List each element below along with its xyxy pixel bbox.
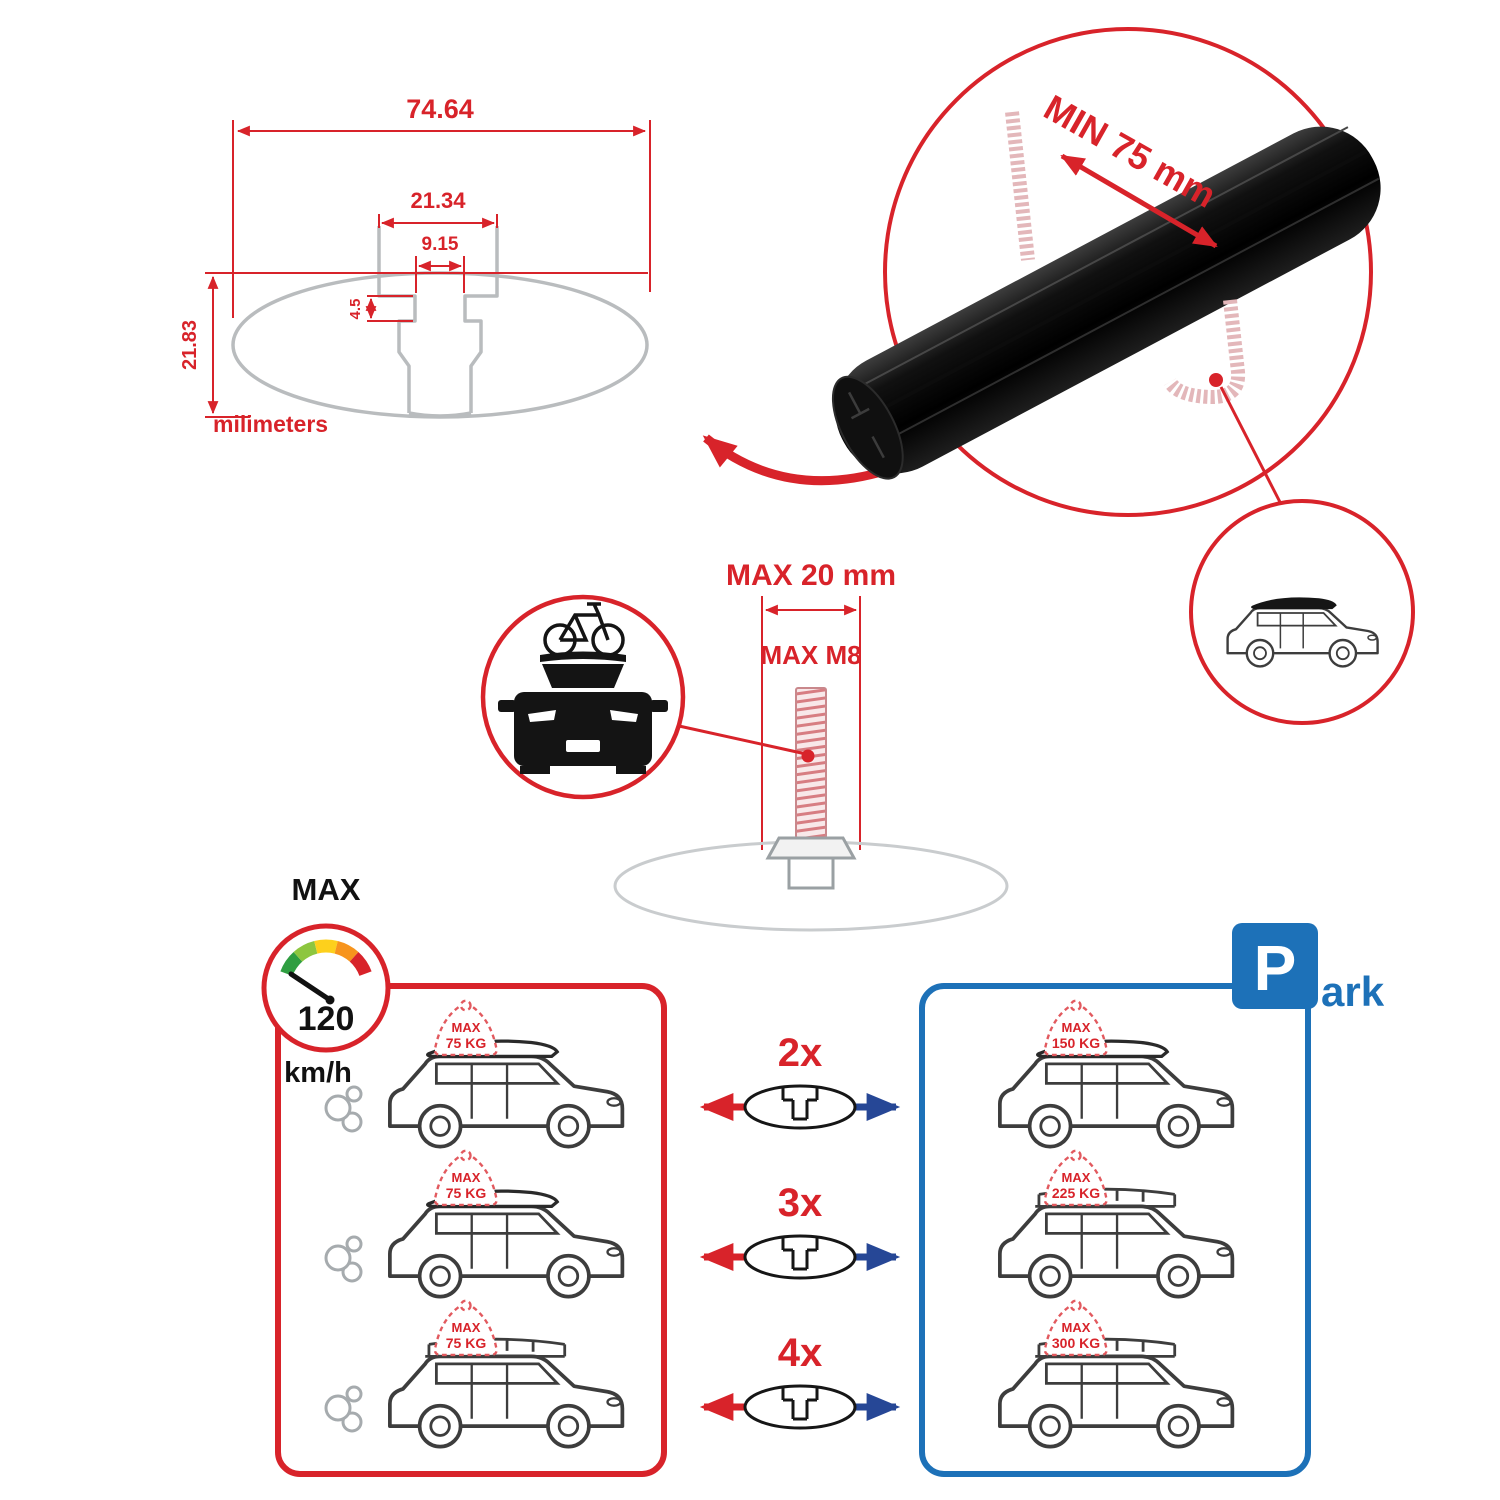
load-tag-line1: MAX — [452, 1320, 481, 1335]
dim-slot-width-label: 9.15 — [422, 234, 459, 255]
extension-lines-channel-width — [378, 214, 498, 228]
crossbar-profile-icon — [743, 1384, 857, 1430]
dim-lip-height-label: 4.5 — [347, 299, 364, 320]
load-tag-line2: 75 KG — [446, 1035, 487, 1051]
driving-panel-cars: MAX 75 KG MAX 75 KG MAX 75 KG — [324, 999, 625, 1449]
units-label: milimeters — [213, 411, 328, 437]
count-label-4x: 4x — [778, 1331, 823, 1375]
dim-total-height-label: 21.83 — [179, 320, 201, 370]
bar-count-rows: 2x 3x 4x — [699, 1031, 901, 1430]
parking-panel-cars: MAX 150 KG MAX 225 KG MAX 300 KG — [998, 999, 1235, 1449]
load-tag-line1: MAX — [1062, 1020, 1091, 1035]
dim-total-width-label: 74.64 — [406, 94, 474, 124]
extension-lines-slot-width — [415, 256, 465, 293]
car-front-icon — [498, 651, 668, 774]
bolt-section: MAX 20 mm MAX M8 — [613, 559, 1009, 932]
load-tag-line1: MAX — [1062, 1170, 1091, 1185]
speed-gauge-icon: MAX 120 km/h — [261, 872, 391, 1089]
load-tag-line1: MAX — [452, 1020, 481, 1035]
t-nut-flange-icon — [765, 836, 857, 860]
circle-connector-line — [1219, 386, 1285, 509]
extension-lines-total-width — [232, 120, 651, 318]
t-nut-stem-icon — [787, 856, 835, 890]
parking-sign-suffix-label: ark — [1321, 968, 1385, 1015]
crossbar-profile-icon — [743, 1084, 857, 1130]
crossbar-cross-section-drawing: 74.64 21.34 9.15 4.5 21.83 milimeters — [179, 94, 651, 437]
load-tag-line2: 300 KG — [1052, 1335, 1100, 1351]
parking-sign-p-label: P — [1254, 932, 1297, 1004]
dim-channel-width-label: 21.34 — [410, 188, 466, 213]
car-front-bike-circle — [480, 594, 686, 800]
count-label-3x: 3x — [778, 1181, 823, 1225]
extension-lines-total-height — [205, 272, 648, 418]
load-tag-line2: 150 KG — [1052, 1035, 1100, 1051]
load-tag-line1: MAX — [452, 1170, 481, 1185]
crossbar-image — [831, 126, 1381, 480]
load-tag-line1: MAX — [1062, 1320, 1091, 1335]
clamp-point-dot — [1209, 373, 1223, 387]
suv-roofbox-circle — [1189, 499, 1415, 725]
bar-profile-ellipse — [231, 271, 649, 419]
speed-units-label: km/h — [284, 1057, 352, 1089]
bolt-connector-line — [678, 724, 807, 756]
gauge-needle — [288, 971, 333, 1003]
max-width-label: MAX 20 mm — [726, 559, 896, 592]
extension-lines-bolt-width — [761, 596, 861, 850]
speed-value-label: 120 — [298, 1000, 355, 1038]
exhaust-smoke-icon — [324, 1235, 363, 1283]
count-label-2x: 2x — [778, 1031, 823, 1075]
bolt-point-dot — [801, 749, 815, 763]
crossbar-profile-icon — [743, 1234, 857, 1280]
exhaust-smoke-icon — [324, 1385, 363, 1433]
speed-max-label: MAX — [292, 872, 361, 907]
load-tag-line2: 75 KG — [446, 1185, 487, 1201]
crossbar-detail-circle: MIN 75 mm — [831, 27, 1381, 517]
load-tag-line2: 75 KG — [446, 1335, 487, 1351]
parking-sign-square — [1232, 923, 1318, 1009]
u-bolt-lower-icon — [1163, 299, 1246, 404]
threaded-bolt-icon — [795, 687, 827, 839]
load-tag-line2: 225 KG — [1052, 1185, 1100, 1201]
max-thread-label: MAX M8 — [760, 640, 861, 670]
min-spacing-arrow-icon — [1060, 153, 1218, 249]
gauge-arc — [280, 939, 372, 977]
parking-sign: P ark — [1232, 923, 1385, 1015]
extension-lines-lip-height — [367, 295, 413, 322]
pointer-arrow-to-drawing-icon — [702, 434, 890, 486]
exhaust-smoke-icon — [324, 1085, 363, 1133]
gauge-pivot — [325, 995, 335, 1005]
